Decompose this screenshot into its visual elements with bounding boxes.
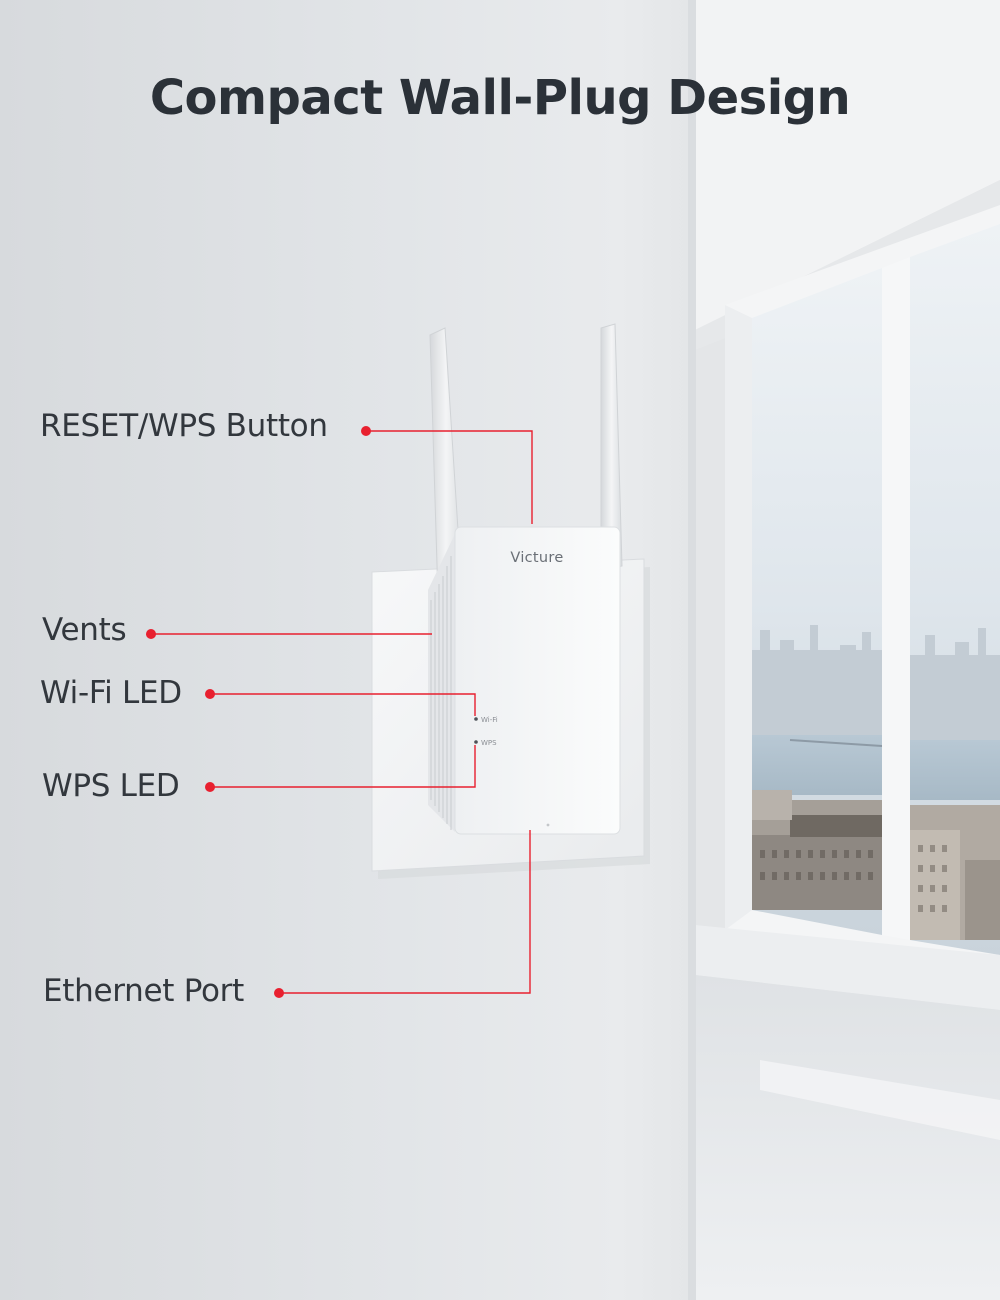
antenna-right xyxy=(600,323,623,571)
headline: Compact Wall-Plug Design xyxy=(149,70,851,126)
callout-dots xyxy=(146,426,371,998)
wps-led-label: WPS xyxy=(481,739,497,747)
wps-led-leader-line xyxy=(210,745,476,788)
room-background xyxy=(695,0,1000,1300)
reset-wps-leader-line xyxy=(366,430,533,524)
wifi-led-callout: Wi-Fi LED xyxy=(40,675,182,711)
wall-edge xyxy=(688,0,696,1300)
wifi-led-label: Wi-Fi xyxy=(481,716,498,724)
wifi-extender-device xyxy=(428,526,621,835)
vents-callout: Vents xyxy=(42,612,127,648)
wifi-led-leader-line xyxy=(210,693,476,716)
ethernet-port-leader-line xyxy=(279,830,531,994)
wps-led-callout: WPS LED xyxy=(42,768,180,804)
callout-lines xyxy=(151,430,533,994)
ethernet-port-callout: Ethernet Port xyxy=(43,973,244,1009)
device-brand-logo: Victure xyxy=(510,550,564,566)
reset-wps-button-callout: RESET/WPS Button xyxy=(40,408,328,444)
